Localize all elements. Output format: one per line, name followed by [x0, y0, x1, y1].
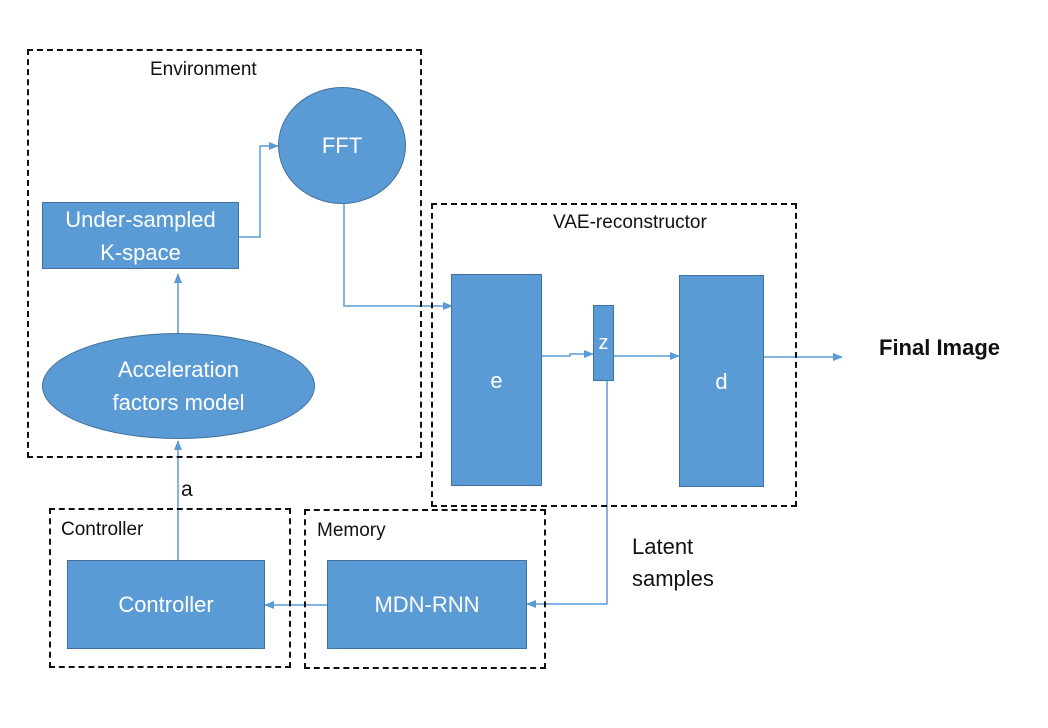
action-label: a: [181, 478, 193, 501]
under-sampled-kspace-label-line2: K-space: [100, 239, 181, 265]
controller-node[interactable]: Controller: [67, 560, 265, 649]
encoder-label: e: [490, 367, 503, 393]
acceleration-label-line1: Acceleration: [117, 357, 240, 382]
edge-z-to-mdn-rnn: [526, 381, 608, 608]
acceleration-label-line2: factors model: [112, 390, 245, 415]
memory-group-label: Memory: [317, 520, 386, 541]
latent-samples-label-line2: samples: [632, 565, 714, 591]
fft-label: FFT: [321, 133, 363, 158]
latent-z-node[interactable]: z: [593, 305, 614, 381]
latent-z-label: z: [598, 332, 609, 354]
environment-group: [27, 49, 422, 458]
under-sampled-kspace-node[interactable]: Under-sampled K-space: [42, 202, 239, 269]
mdn-rnn-node[interactable]: MDN-RNN: [327, 560, 527, 649]
acceleration-factors-model-node[interactable]: Acceleration factors model: [42, 333, 315, 439]
vae-reconstructor-group: [431, 203, 797, 507]
controller-label: Controller: [118, 592, 214, 617]
decoder-node[interactable]: d: [679, 275, 764, 487]
controller-group-label: Controller: [61, 519, 144, 540]
encoder-node[interactable]: e: [451, 274, 542, 486]
vae-group-label: VAE-reconstructor: [553, 212, 707, 233]
edge-encoder-to-z: [542, 350, 594, 358]
latent-samples-label: Latent samples: [632, 531, 714, 595]
final-image-label: Final Image: [879, 335, 1001, 360]
edge-fft-to-encoder: [343, 204, 453, 310]
controller-group: [49, 508, 291, 668]
fft-node[interactable]: FFT: [278, 87, 406, 204]
latent-samples-label-line1: Latent: [632, 534, 694, 559]
memory-group: [304, 509, 546, 669]
decoder-label: d: [715, 368, 728, 394]
edge-kspace-to-fft: [239, 142, 279, 238]
environment-group-label: Environment: [150, 59, 257, 80]
under-sampled-kspace-label-line1: Under-sampled: [65, 206, 216, 232]
mdn-rnn-label: MDN-RNN: [374, 592, 480, 617]
